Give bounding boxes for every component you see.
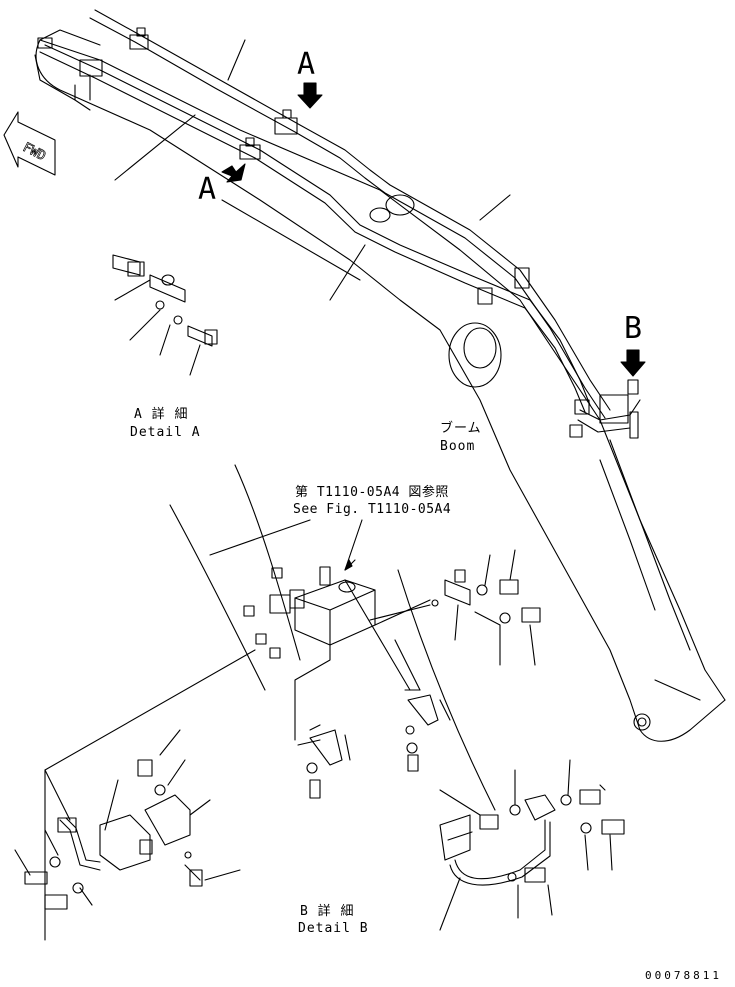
leader-lines [114,39,511,376]
view-arrow-b [620,349,646,377]
view-marker-b: B [624,311,643,346]
detail-a-parts [112,254,218,347]
detail-b-valve [243,559,439,741]
boom-label-en: Boom [440,439,476,454]
reference-note-en: See Fig. T1110-05A4 [293,502,452,517]
reference-note-jp: 第 T1110-05A4 図参照 [295,485,449,500]
view-arrow-a-side [221,163,246,183]
detail-b-title-jp: B 詳 細 [300,904,355,919]
fwd-arrow-icon [3,111,56,176]
hose-clamps [37,27,639,439]
boom-label-jp: ブーム [440,421,482,436]
boom-outline [34,29,726,742]
detail-a-title-jp: A 詳 細 [134,407,189,422]
detail-b-title-en: Detail B [298,921,369,936]
detail-a-title-en: Detail A [130,425,201,440]
detail-b-clamp-stack [306,689,451,799]
detail-b-contours [44,464,496,941]
drawing-number: 00078811 [645,969,722,982]
boom-hose-lines [39,9,641,433]
detail-b-left-pipe [24,759,203,910]
detail-b-right-upper [444,569,541,641]
view-marker-a-top: A [297,47,316,82]
detail-leaders [14,549,613,919]
detail-b-right-lower [439,789,625,931]
view-marker-a-side: A [198,172,217,207]
view-arrow-a-top [297,82,323,109]
